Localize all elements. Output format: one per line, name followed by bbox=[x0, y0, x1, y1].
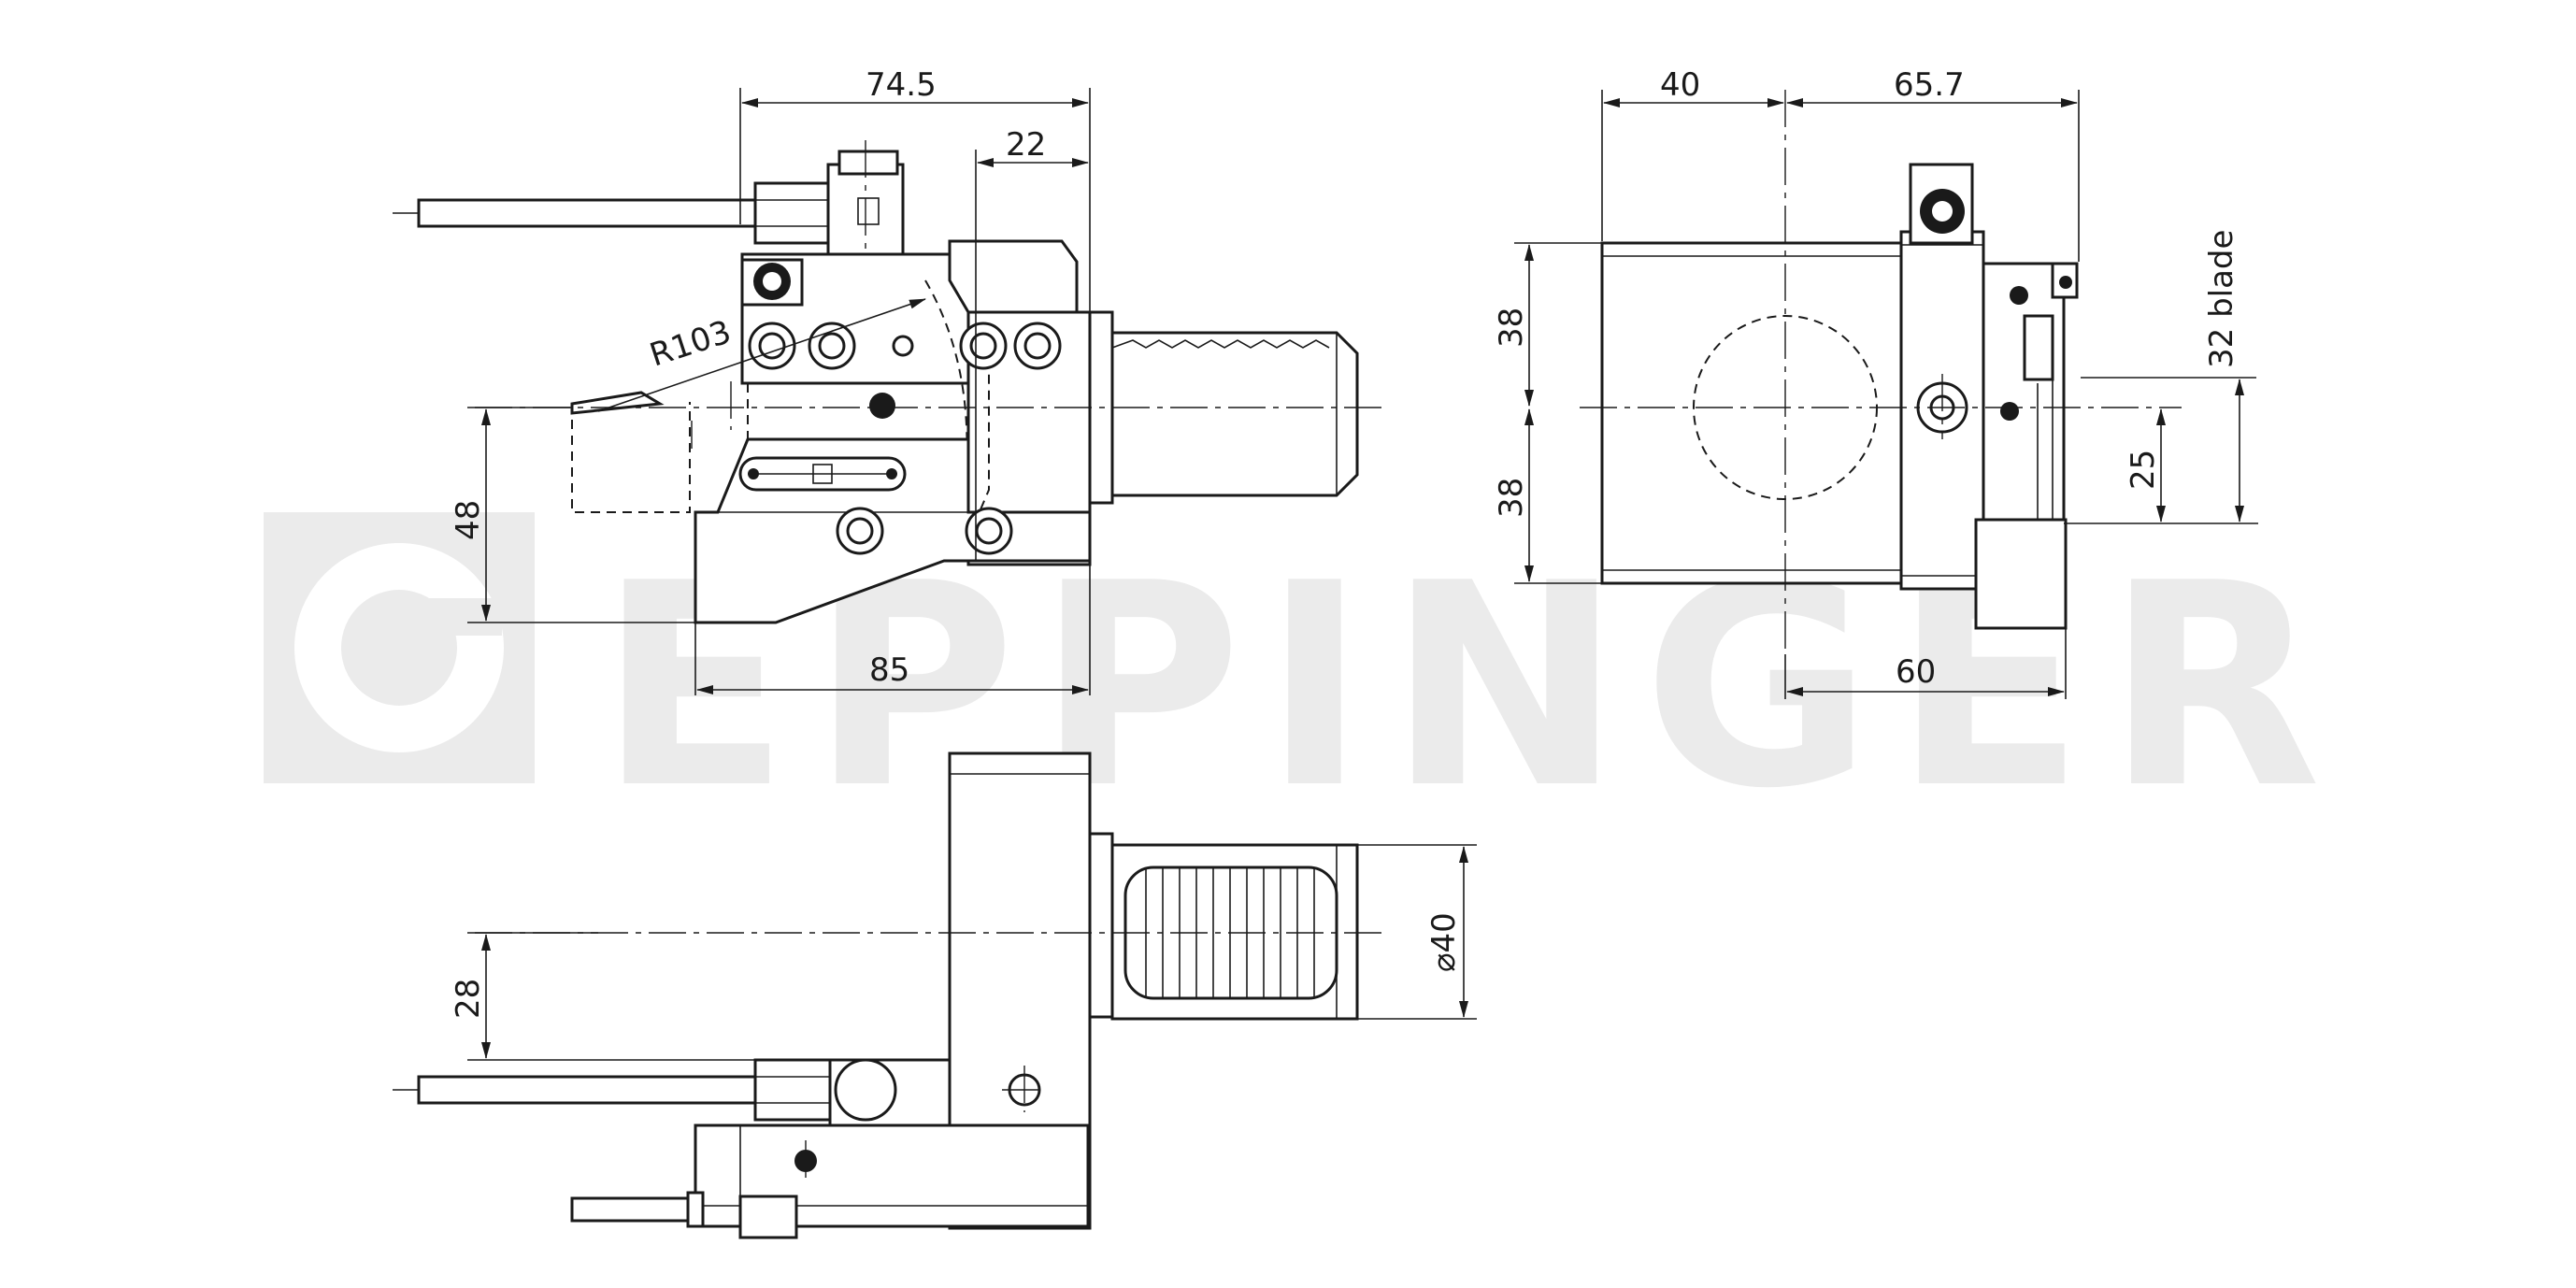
dim-60: 60 bbox=[1896, 653, 1936, 691]
dim-r103: R103 bbox=[645, 313, 736, 374]
blade-foot bbox=[1974, 518, 2068, 630]
dim-25: 25 bbox=[2125, 450, 2162, 490]
dim-22: 22 bbox=[1006, 126, 1046, 164]
top-view bbox=[393, 751, 1383, 1239]
shank bbox=[1110, 331, 1359, 497]
coolant-pipe-bottom bbox=[417, 1075, 757, 1105]
dim-48: 48 bbox=[450, 500, 487, 540]
dim-32-blade: 32 blade bbox=[2203, 230, 2240, 368]
front-view bbox=[1580, 90, 2182, 654]
top-view-dimensions: ⌀40 28 bbox=[450, 844, 1477, 1061]
upper-clamp-block bbox=[948, 239, 1079, 314]
cutting-blade bbox=[570, 391, 665, 415]
pipe-nut bbox=[753, 181, 830, 245]
blade-top bbox=[570, 1196, 690, 1223]
dim-65-7: 65.7 bbox=[1894, 66, 1965, 104]
blade-holder bbox=[1982, 262, 2066, 531]
dim-74-5: 74.5 bbox=[866, 66, 937, 104]
side-view bbox=[393, 140, 1383, 624]
dim-85: 85 bbox=[869, 651, 909, 689]
serration bbox=[1145, 867, 1315, 998]
eppinger-logo-mark bbox=[264, 512, 535, 783]
dim-28: 28 bbox=[450, 979, 487, 1019]
dim-38-upper: 38 bbox=[1493, 308, 1530, 348]
front-view-dimensions: 40 65.7 38 38 25 32 blade 60 bbox=[1493, 66, 2258, 699]
side-view-dimensions: 74.5 22 R103 48 85 bbox=[450, 66, 1091, 695]
coolant-pipe bbox=[417, 198, 757, 228]
dim-40: 40 bbox=[1660, 66, 1700, 104]
blade-outline bbox=[571, 402, 691, 513]
front-body bbox=[1600, 241, 1903, 585]
screw-row bbox=[748, 322, 1062, 555]
dim-diameter-40: ⌀40 bbox=[1425, 912, 1463, 972]
dim-38-lower: 38 bbox=[1493, 478, 1530, 518]
